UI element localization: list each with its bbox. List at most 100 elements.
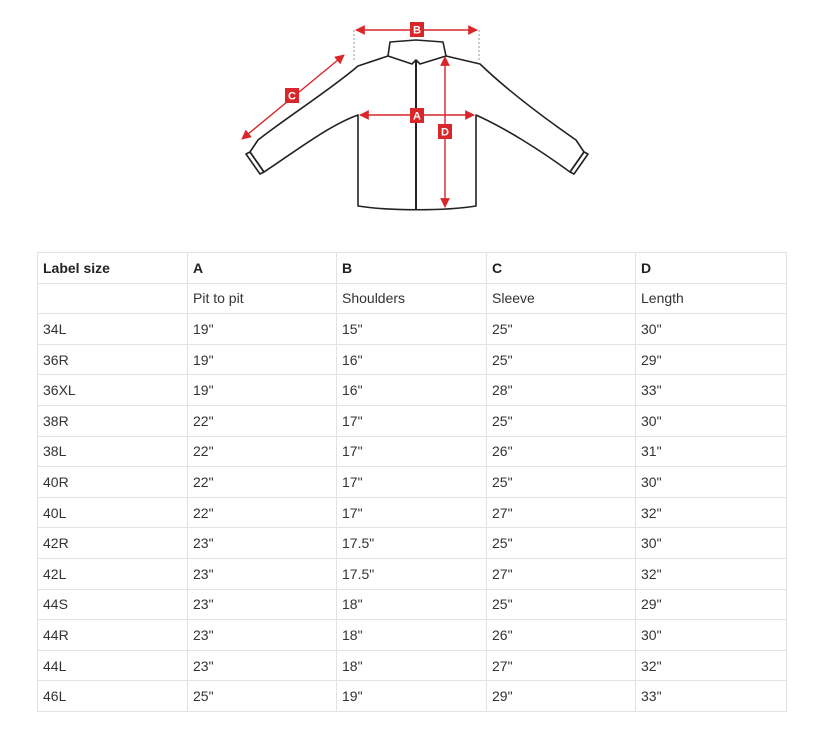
subheader-empty <box>37 282 188 315</box>
pit-to-pit-cell: 19" <box>187 313 337 345</box>
label-size-cell: 40R <box>37 466 188 498</box>
badge-d: D <box>438 124 452 139</box>
label-size-cell: 38L <box>37 435 188 468</box>
table-subheader-row: Pit to pit Shoulders Sleeve Length <box>37 282 787 315</box>
shoulders-cell: 16" <box>336 374 487 406</box>
shoulders-cell: 19" <box>336 680 487 712</box>
label-size-cell: 44L <box>37 649 188 682</box>
length-cell: 32" <box>635 557 787 590</box>
pit-to-pit-cell: 23" <box>187 619 337 651</box>
subheader-pit-to-pit: Pit to pit <box>187 282 337 315</box>
pit-to-pit-cell: 22" <box>187 404 337 437</box>
label-size-cell: 38R <box>37 404 188 437</box>
shoulders-cell: 18" <box>336 588 487 621</box>
sleeve-cell: 25" <box>486 404 636 437</box>
pit-to-pit-cell: 22" <box>187 496 337 529</box>
sleeve-cell: 26" <box>486 619 636 651</box>
sleeve-cell: 25" <box>486 527 636 559</box>
shoulders-cell: 17" <box>336 404 487 437</box>
sleeve-cell: 27" <box>486 557 636 590</box>
jacket-cuff-left <box>245 151 265 175</box>
sleeve-cell: 27" <box>486 649 636 682</box>
subheader-sleeve: Sleeve <box>486 282 636 315</box>
badge-a: A <box>410 108 424 123</box>
pit-to-pit-cell: 19" <box>187 374 337 406</box>
sleeve-cell: 26" <box>486 435 636 468</box>
badge-c-label: C <box>288 91 296 103</box>
jacket-measurement-diagram: B A C D <box>0 0 830 225</box>
length-cell: 30" <box>635 404 787 437</box>
length-cell: 30" <box>635 527 787 559</box>
label-size-cell: 42R <box>37 527 188 559</box>
length-cell: 29" <box>635 343 787 376</box>
shoulders-cell: 18" <box>336 649 487 682</box>
label-size-cell: 44S <box>37 588 188 621</box>
label-size-cell: 36XL <box>37 374 188 406</box>
shoulders-cell: 17" <box>336 435 487 468</box>
header-c: C <box>486 252 636 284</box>
pit-to-pit-cell: 23" <box>187 557 337 590</box>
length-cell: 30" <box>635 466 787 498</box>
length-cell: 31" <box>635 435 787 468</box>
jacket-cuff-right <box>569 151 589 175</box>
label-size-cell: 46L <box>37 680 188 712</box>
length-cell: 32" <box>635 649 787 682</box>
shoulder-guides <box>353 30 480 60</box>
shoulders-cell: 17" <box>336 466 487 498</box>
pit-to-pit-cell: 19" <box>187 343 337 376</box>
header-label-size: Label size <box>37 252 188 284</box>
subheader-shoulders: Shoulders <box>336 282 487 315</box>
subheader-length: Length <box>635 282 787 315</box>
label-size-cell: 42L <box>37 557 188 590</box>
length-cell: 33" <box>635 680 787 712</box>
header-d: D <box>635 252 787 284</box>
pit-to-pit-cell: 22" <box>187 435 337 468</box>
shoulders-cell: 17.5" <box>336 557 487 590</box>
table-header-row: Label size A B C D <box>37 252 787 284</box>
label-size-cell: 44R <box>37 619 188 651</box>
label-size-cell: 36R <box>37 343 188 376</box>
label-size-cell: 34L <box>37 313 188 345</box>
length-cell: 30" <box>635 619 787 651</box>
pit-to-pit-cell: 22" <box>187 466 337 498</box>
shoulders-cell: 17.5" <box>336 527 487 559</box>
pit-to-pit-cell: 23" <box>187 649 337 682</box>
sleeve-cell: 28" <box>486 374 636 406</box>
jacket-collar <box>387 39 447 65</box>
header-a: A <box>187 252 337 284</box>
sleeve-cell: 25" <box>486 343 636 376</box>
sleeve-cell: 25" <box>486 313 636 345</box>
shoulders-cell: 15" <box>336 313 487 345</box>
pit-to-pit-cell: 23" <box>187 588 337 621</box>
label-size-cell: 40L <box>37 496 188 529</box>
badge-d-label: D <box>441 127 449 139</box>
sleeve-cell: 25" <box>486 588 636 621</box>
length-cell: 33" <box>635 374 787 406</box>
sleeve-cell: 29" <box>486 680 636 712</box>
header-b: B <box>336 252 487 284</box>
pit-to-pit-cell: 23" <box>187 527 337 559</box>
shoulders-cell: 16" <box>336 343 487 376</box>
length-cell: 30" <box>635 313 787 345</box>
badge-b-label: B <box>413 25 421 37</box>
jacket-diagram-svg: B A C D <box>241 22 589 211</box>
size-chart-table: Label size A B C D Pit to pit Shoulders … <box>37 252 787 712</box>
pit-to-pit-cell: 25" <box>187 680 337 712</box>
length-cell: 32" <box>635 496 787 529</box>
badge-b: B <box>410 22 424 37</box>
badge-c: C <box>285 88 299 103</box>
length-cell: 29" <box>635 588 787 621</box>
sleeve-cell: 27" <box>486 496 636 529</box>
